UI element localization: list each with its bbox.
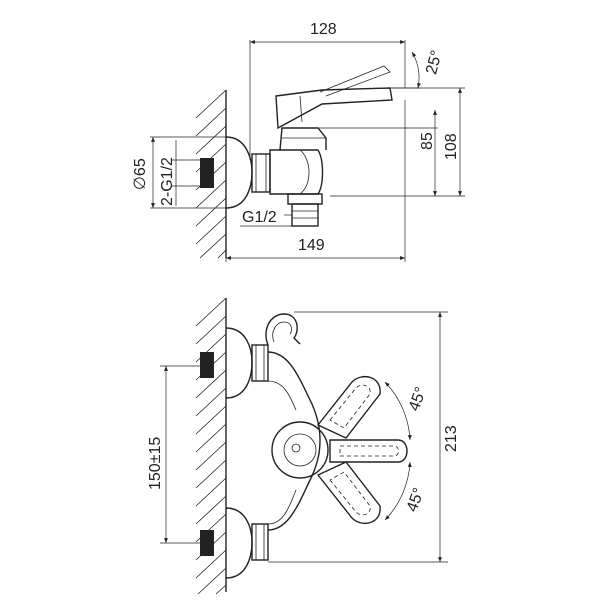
shower-hook (265, 313, 301, 346)
dim-lever-angle: 25° (423, 49, 446, 77)
handle-blade-lower (316, 461, 381, 525)
front-view: 45° 45° 150±15 213 (147, 297, 460, 595)
dim-overall-length: 128 (310, 21, 337, 38)
side-view: 128 25° 85 108 ∅65 2-G1/2 G1/2 149 (132, 21, 465, 262)
dim-total-height: 108 (443, 133, 460, 160)
wall-connector-upper (200, 352, 214, 378)
handle-blade-upper (316, 375, 381, 439)
flange-top (225, 136, 253, 209)
flange-lower (225, 507, 253, 579)
center-knob (271, 421, 329, 479)
nut-top (251, 153, 271, 193)
outlet-top (287, 193, 323, 205)
wall-connector-top (200, 158, 214, 188)
flange-upper (225, 327, 253, 399)
wall-connector-lower (200, 530, 214, 556)
dim-width: 213 (443, 425, 460, 452)
dim-spout-height: 85 (419, 132, 436, 150)
dim-outlet-thread: G1/2 (242, 209, 277, 226)
handle-blade-middle (329, 439, 408, 463)
cartridge-housing (279, 127, 327, 151)
dim-wall-thread: 2-G1/2 (159, 157, 176, 206)
dim-flange-diameter: ∅65 (132, 158, 149, 190)
lever-side (275, 87, 393, 130)
dim-angle-upper: 45° (406, 385, 430, 414)
dim-depth: 149 (298, 237, 325, 254)
dim-angle-lower: 45° (404, 486, 428, 515)
dim-center-distance: 150±15 (147, 437, 164, 490)
faucet-body-side (269, 149, 324, 195)
nut-lower (251, 523, 269, 561)
nut-upper (251, 344, 269, 382)
faucet-body-front (267, 351, 321, 531)
